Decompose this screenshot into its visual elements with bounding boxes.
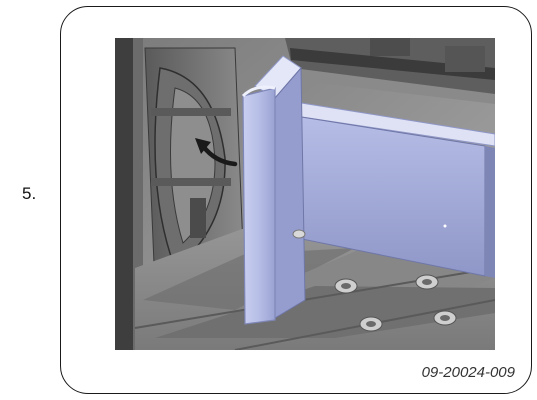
left-bracket-frame [144, 47, 244, 289]
assembly-drawing [115, 38, 495, 350]
floor-bolts [334, 274, 457, 332]
left-outer-wall [115, 38, 133, 350]
long-baffle-panel [294, 101, 495, 278]
figure-caption: 09-20024-009 [421, 364, 515, 381]
back-rails [285, 38, 495, 104]
technical-illustration [115, 38, 495, 350]
rotate-arrow-icon [195, 138, 238, 167]
rotating-side-panel [241, 55, 306, 325]
step-number: 5. [22, 184, 37, 203]
